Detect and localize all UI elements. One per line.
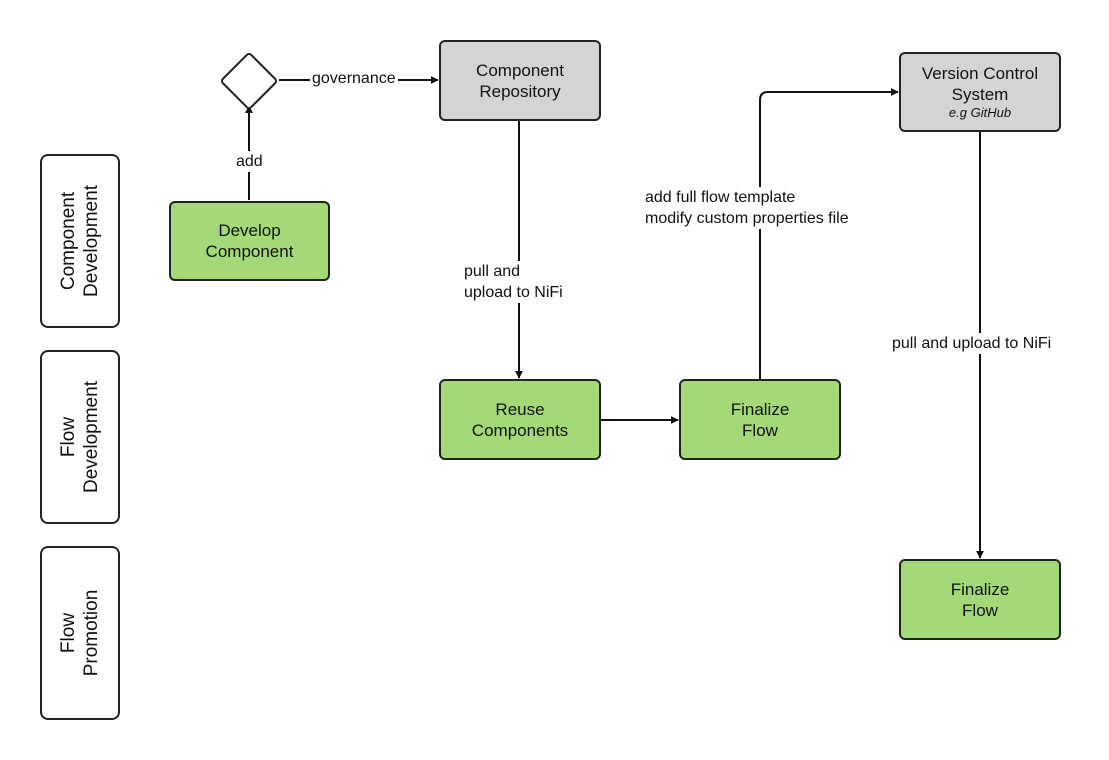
edge-label-pull-upload: pull and upload to NiFi xyxy=(464,261,563,303)
edge-label-pull-upload-vcs: pull and upload to NiFi xyxy=(890,333,1054,354)
component-repository-node: Component Repository xyxy=(439,40,601,121)
version-control-example: e.g GitHub xyxy=(948,105,1012,120)
lane-label: Component Development xyxy=(58,185,102,297)
reuse-components-node: Reuse Components xyxy=(439,379,601,460)
edge-finalize-to-vcs xyxy=(759,88,899,379)
version-control-node: Version Control System e.g GitHub xyxy=(899,52,1061,132)
finalize-flow-promo-node: Finalize Flow xyxy=(899,559,1061,640)
lane-flow-development: Flow Development xyxy=(40,350,120,524)
lane-component-development: Component Development xyxy=(40,154,120,328)
edge-label-add: add xyxy=(234,151,265,172)
lane-label: Flow Development xyxy=(58,381,102,493)
develop-component-node: Develop Component xyxy=(169,201,330,281)
lane-flow-promotion: Flow Promotion xyxy=(40,546,120,720)
edge-label-governance: governance xyxy=(310,68,398,89)
edge-label-add-template: add full flow template modify custom pro… xyxy=(645,187,849,229)
finalize-flow-dev-node: Finalize Flow xyxy=(679,379,841,460)
lane-label: Flow Promotion xyxy=(58,589,102,677)
